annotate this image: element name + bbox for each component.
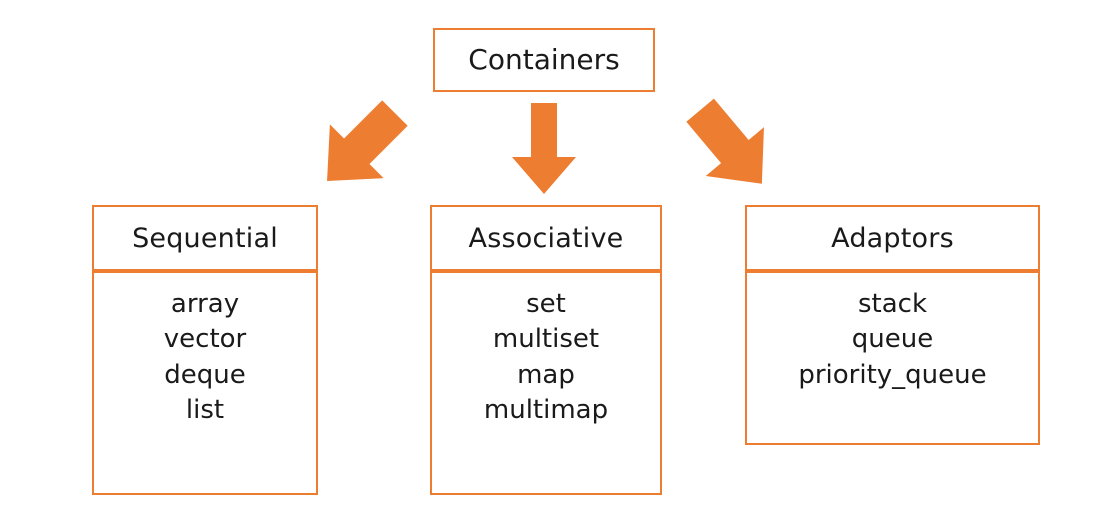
list-item: multiset <box>492 324 600 355</box>
list-item: vector <box>163 324 247 355</box>
node-adaptors-items: stack queue priority_queue <box>745 271 1040 445</box>
node-containers-label: Containers <box>468 43 620 76</box>
list-item: stack <box>857 289 928 319</box>
node-containers[interactable]: Containers <box>433 28 655 92</box>
node-sequential-header: Sequential <box>92 205 318 271</box>
arrow-to-adaptors <box>675 97 787 197</box>
list-item: set <box>526 289 566 319</box>
list-item: multimap <box>483 395 609 426</box>
arrow-to-sequential <box>305 97 417 197</box>
node-sequential[interactable]: Sequential array vector deque list <box>92 205 318 495</box>
list-item: priority_queue <box>798 359 987 390</box>
node-associative-header: Associative <box>430 205 662 271</box>
list-item: queue <box>851 324 934 355</box>
node-sequential-items: array vector deque list <box>92 271 318 495</box>
node-associative[interactable]: Associative set multiset map multimap <box>430 205 662 495</box>
list-item: map <box>517 359 575 390</box>
node-adaptors-header: Adaptors <box>745 205 1040 271</box>
list-item: array <box>170 289 240 319</box>
node-associative-items: set multiset map multimap <box>430 271 662 495</box>
arrow-to-associative <box>508 103 580 195</box>
list-item: list <box>185 395 225 426</box>
list-item: deque <box>164 359 246 390</box>
node-adaptors[interactable]: Adaptors stack queue priority_queue <box>745 205 1040 445</box>
